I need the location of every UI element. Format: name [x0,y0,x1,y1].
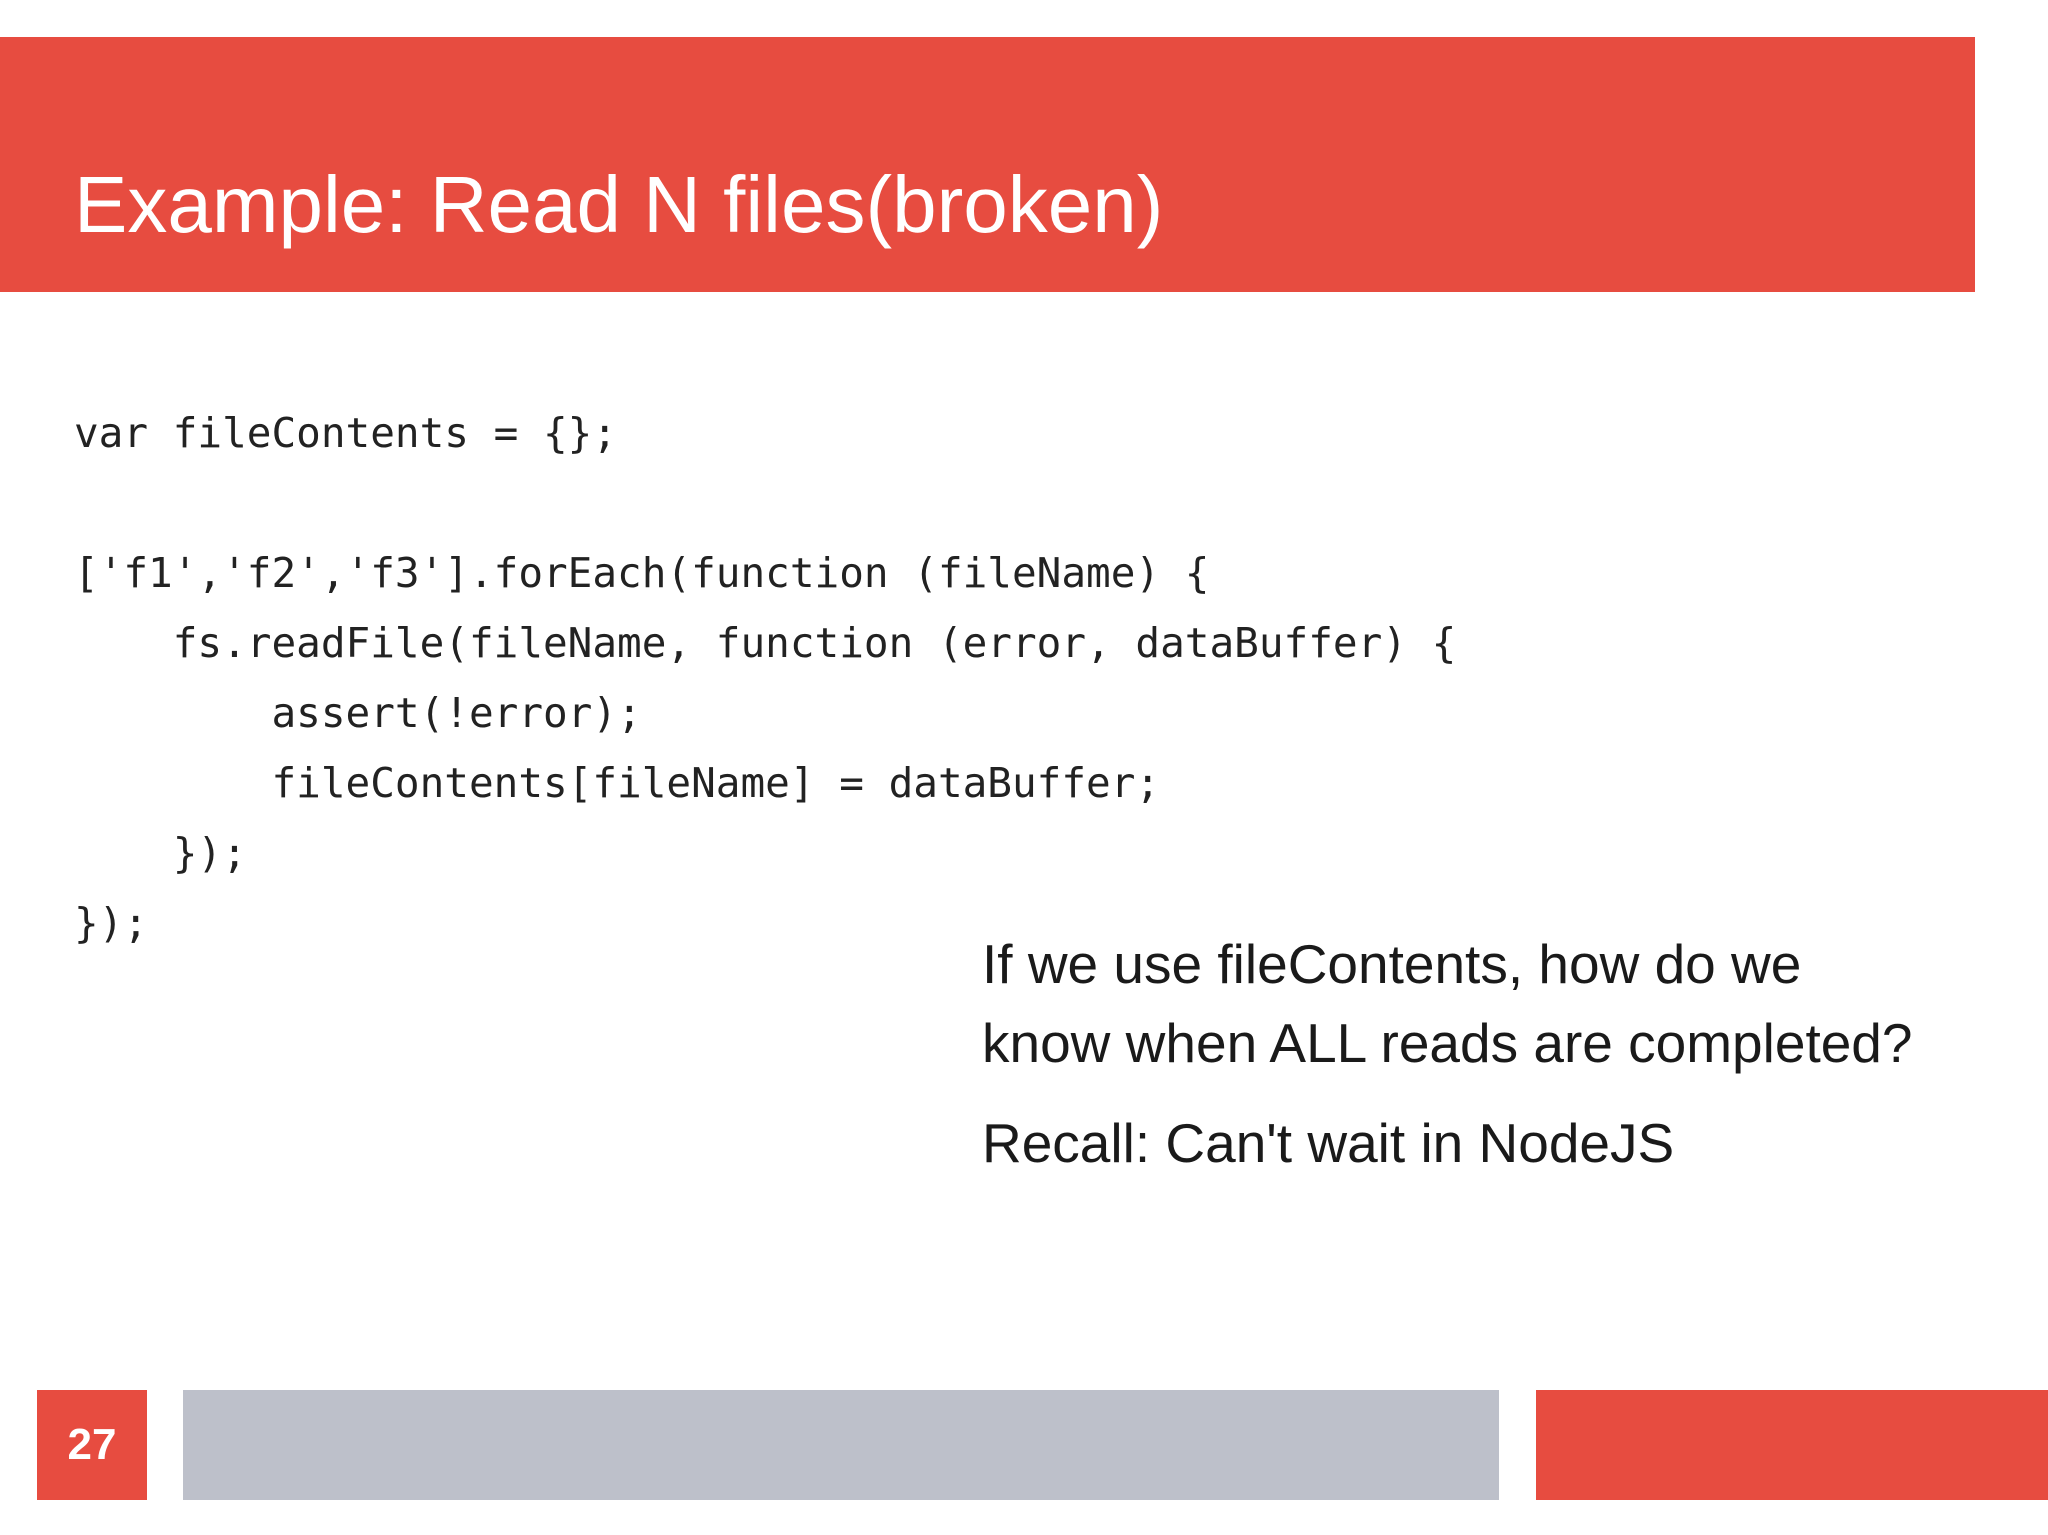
page-number-box: 27 [37,1390,147,1500]
code-line-1: var fileContents = {}; [74,409,618,457]
code-line-7: }); [74,829,247,877]
code-line-4: fs.readFile(fileName, function (error, d… [74,619,1457,667]
code-line-8: }); [74,899,149,947]
footer-red-bar [1536,1390,2048,1500]
code-line-2 [74,468,1574,538]
question-block: If we use fileContents, how do we know w… [982,925,1922,1183]
code-block: var fileContents = {}; ['f1','f2','f3'].… [74,398,1574,958]
code-line-3: ['f1','f2','f3'].forEach(function (fileN… [74,549,1210,597]
slide-title: Example: Read N files(broken) [74,160,1164,249]
recall-text: Recall: Can't wait in NodeJS [982,1112,1675,1174]
page-number: 27 [67,1420,117,1469]
footer-gray-bar [183,1390,1499,1500]
title-bar [0,37,1975,292]
question-text: If we use fileContents, how do we know w… [982,933,1913,1074]
code-line-5: assert(!error); [74,689,642,737]
code-line-6: fileContents[fileName] = dataBuffer; [74,759,1161,807]
